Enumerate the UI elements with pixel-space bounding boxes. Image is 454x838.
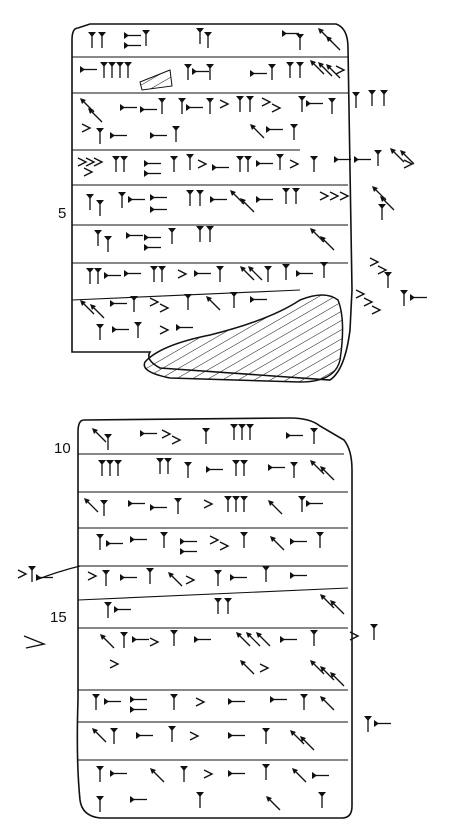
obverse-tablet [71,23,428,383]
edge-sign [17,565,81,649]
line-number-5: 5 [58,205,67,222]
cuneiform-wedge-icon [87,27,341,51]
line-number-15: 15 [50,609,67,626]
damaged-area [143,294,344,383]
line-number-10: 10 [54,440,71,457]
reverse-tablet [17,417,392,819]
